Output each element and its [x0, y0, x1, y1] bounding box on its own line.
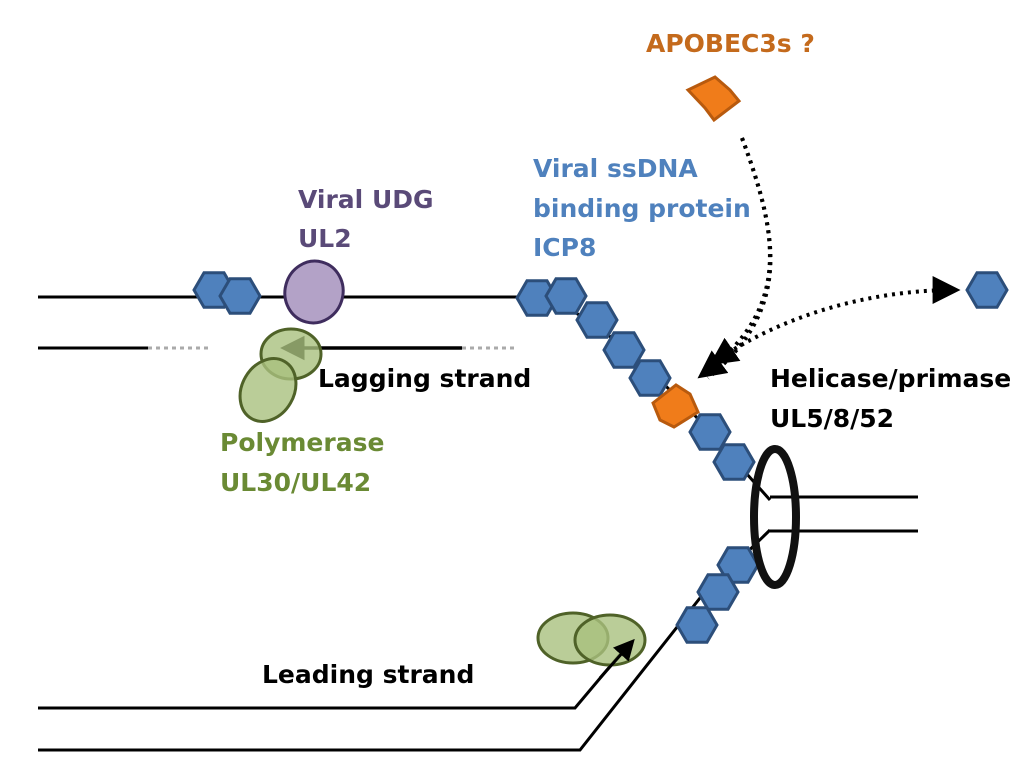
apobec-recruitment-arrow-2: [706, 137, 773, 380]
ssb-hexagon-icon: [515, 279, 559, 317]
polymerase-label-line1: Polymerase: [220, 428, 385, 457]
lagging-strand-label: Lagging strand: [318, 364, 532, 393]
apobec-recruitment-arrow: [697, 137, 772, 379]
ssb-hexagon-icon: [544, 277, 588, 315]
helicase-ring-icon: [750, 445, 800, 589]
apobec-label: APOBEC3s ?: [646, 29, 815, 58]
ssb-hexagon-icon: [602, 331, 646, 369]
polymerase-lagging: [238, 327, 323, 423]
polymerase-leading: [536, 611, 647, 667]
polymerase-leading-ellipse-2: [573, 613, 647, 667]
helicase-label-line1: Helicase/primase: [770, 364, 1012, 393]
udg-label-line1: Viral UDG: [298, 185, 434, 214]
helicase-label-line2: UL5/8/52: [770, 404, 895, 433]
ssb-label-line2: binding protein: [533, 194, 751, 223]
leading-strand-label: Leading strand: [262, 660, 475, 689]
polymerase-lagging-ellipse-2: [238, 357, 298, 423]
leading-template-strand: [38, 528, 772, 752]
polymerase-label-line2: UL30/UL42: [220, 468, 372, 497]
ssb-hexagon-icon: [712, 443, 756, 481]
ssb-label-line3: ICP8: [533, 233, 597, 262]
ssb-hexagon-icon: [575, 301, 619, 339]
udg-ellipse-icon: [283, 259, 345, 325]
apobec-bound-icon: [651, 383, 700, 429]
ssb-hexagon-icon: [675, 606, 719, 644]
ssb-label-line1: Viral ssDNA: [533, 154, 698, 183]
leading-strand-arrow: [598, 638, 635, 679]
ssb-hexagon-icon: [696, 573, 740, 611]
udg-label-line2: UL2: [298, 224, 352, 253]
dotted-arrows: [697, 137, 961, 380]
ssb-exchange-arrow: [709, 276, 961, 366]
ssb-free-hexagon-icon: [965, 271, 1009, 309]
ssb-hexagon-icon: [628, 359, 672, 397]
ssb-hexagons: [192, 271, 1009, 644]
ssb-hexagon-icon: [218, 277, 262, 315]
apobec-free-icon: [685, 75, 742, 123]
